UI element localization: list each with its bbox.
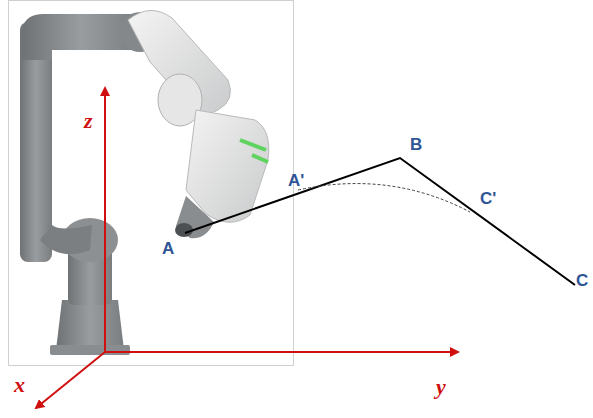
point-label: C <box>576 272 588 289</box>
point-label: C' <box>480 190 496 207</box>
axis-label: y <box>436 376 446 398</box>
point-label: A <box>162 240 174 257</box>
axis-label: x <box>14 374 25 396</box>
point-label: A' <box>288 172 304 189</box>
axis-label: z <box>84 110 93 132</box>
point-label: B <box>410 136 422 153</box>
